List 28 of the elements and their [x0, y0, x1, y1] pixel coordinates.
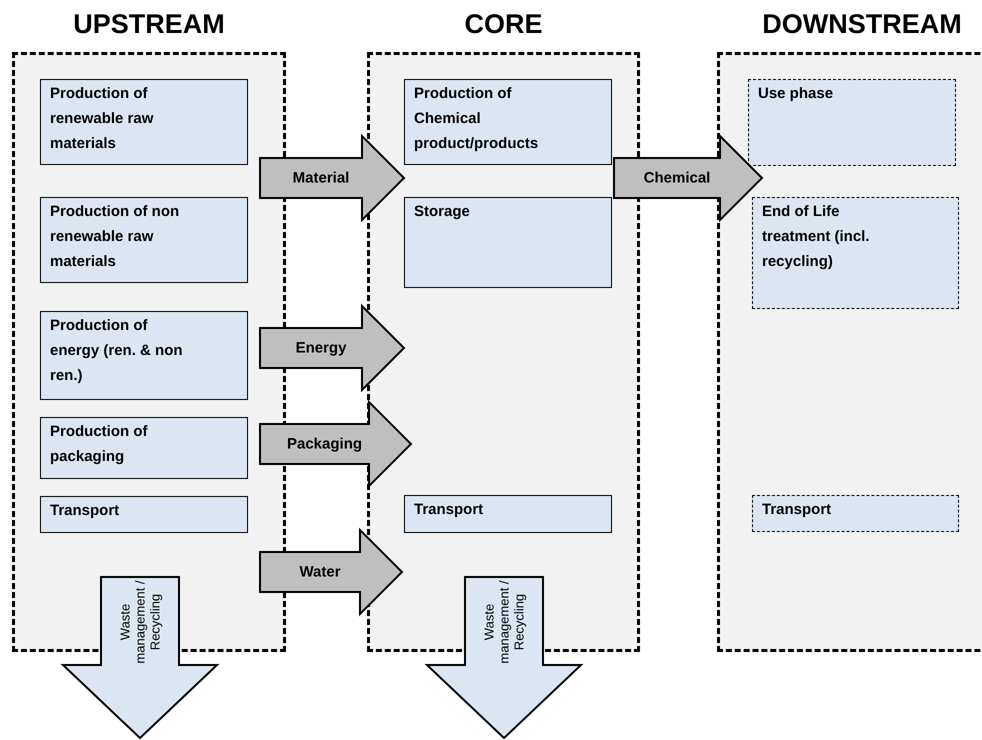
edge-label: Chemical: [644, 170, 710, 186]
stage-heading: UPSTREAM: [72, 9, 226, 40]
edge-label: Packaging: [286, 436, 362, 452]
process-box: Storage: [404, 197, 612, 288]
stage-heading: CORE: [463, 9, 544, 40]
edge-label: Material: [292, 170, 350, 186]
block-arrow: [424, 576, 584, 740]
block-arrow: [259, 528, 404, 616]
edge-label: Water: [299, 564, 341, 580]
block-arrow: [259, 304, 406, 392]
block-arrow: [259, 400, 412, 488]
dashed-process-box: Use phase: [748, 79, 956, 166]
dashed-process-box: End of Life treatment (incl. recycling): [752, 197, 959, 309]
block-arrow: [259, 134, 406, 222]
block-arrow: [60, 576, 220, 740]
edge-label: Waste management / Recycling: [118, 579, 162, 666]
process-box: Production of Chemical product/products: [404, 79, 612, 165]
process-box: Production of packaging: [40, 417, 248, 479]
edge-label: Waste management / Recycling: [482, 579, 526, 666]
process-box: Production of non renewable raw materials: [40, 197, 248, 283]
stage-heading: DOWNSTREAM: [761, 9, 963, 40]
edge-label: Energy: [296, 340, 346, 356]
process-box: Production of renewable raw materials: [40, 79, 248, 165]
process-box: Transport: [404, 495, 612, 533]
process-box: Production of energy (ren. & non ren.): [40, 311, 248, 400]
block-arrow: [613, 134, 764, 222]
process-box: Transport: [40, 496, 248, 533]
dashed-process-box: Transport: [752, 495, 959, 532]
